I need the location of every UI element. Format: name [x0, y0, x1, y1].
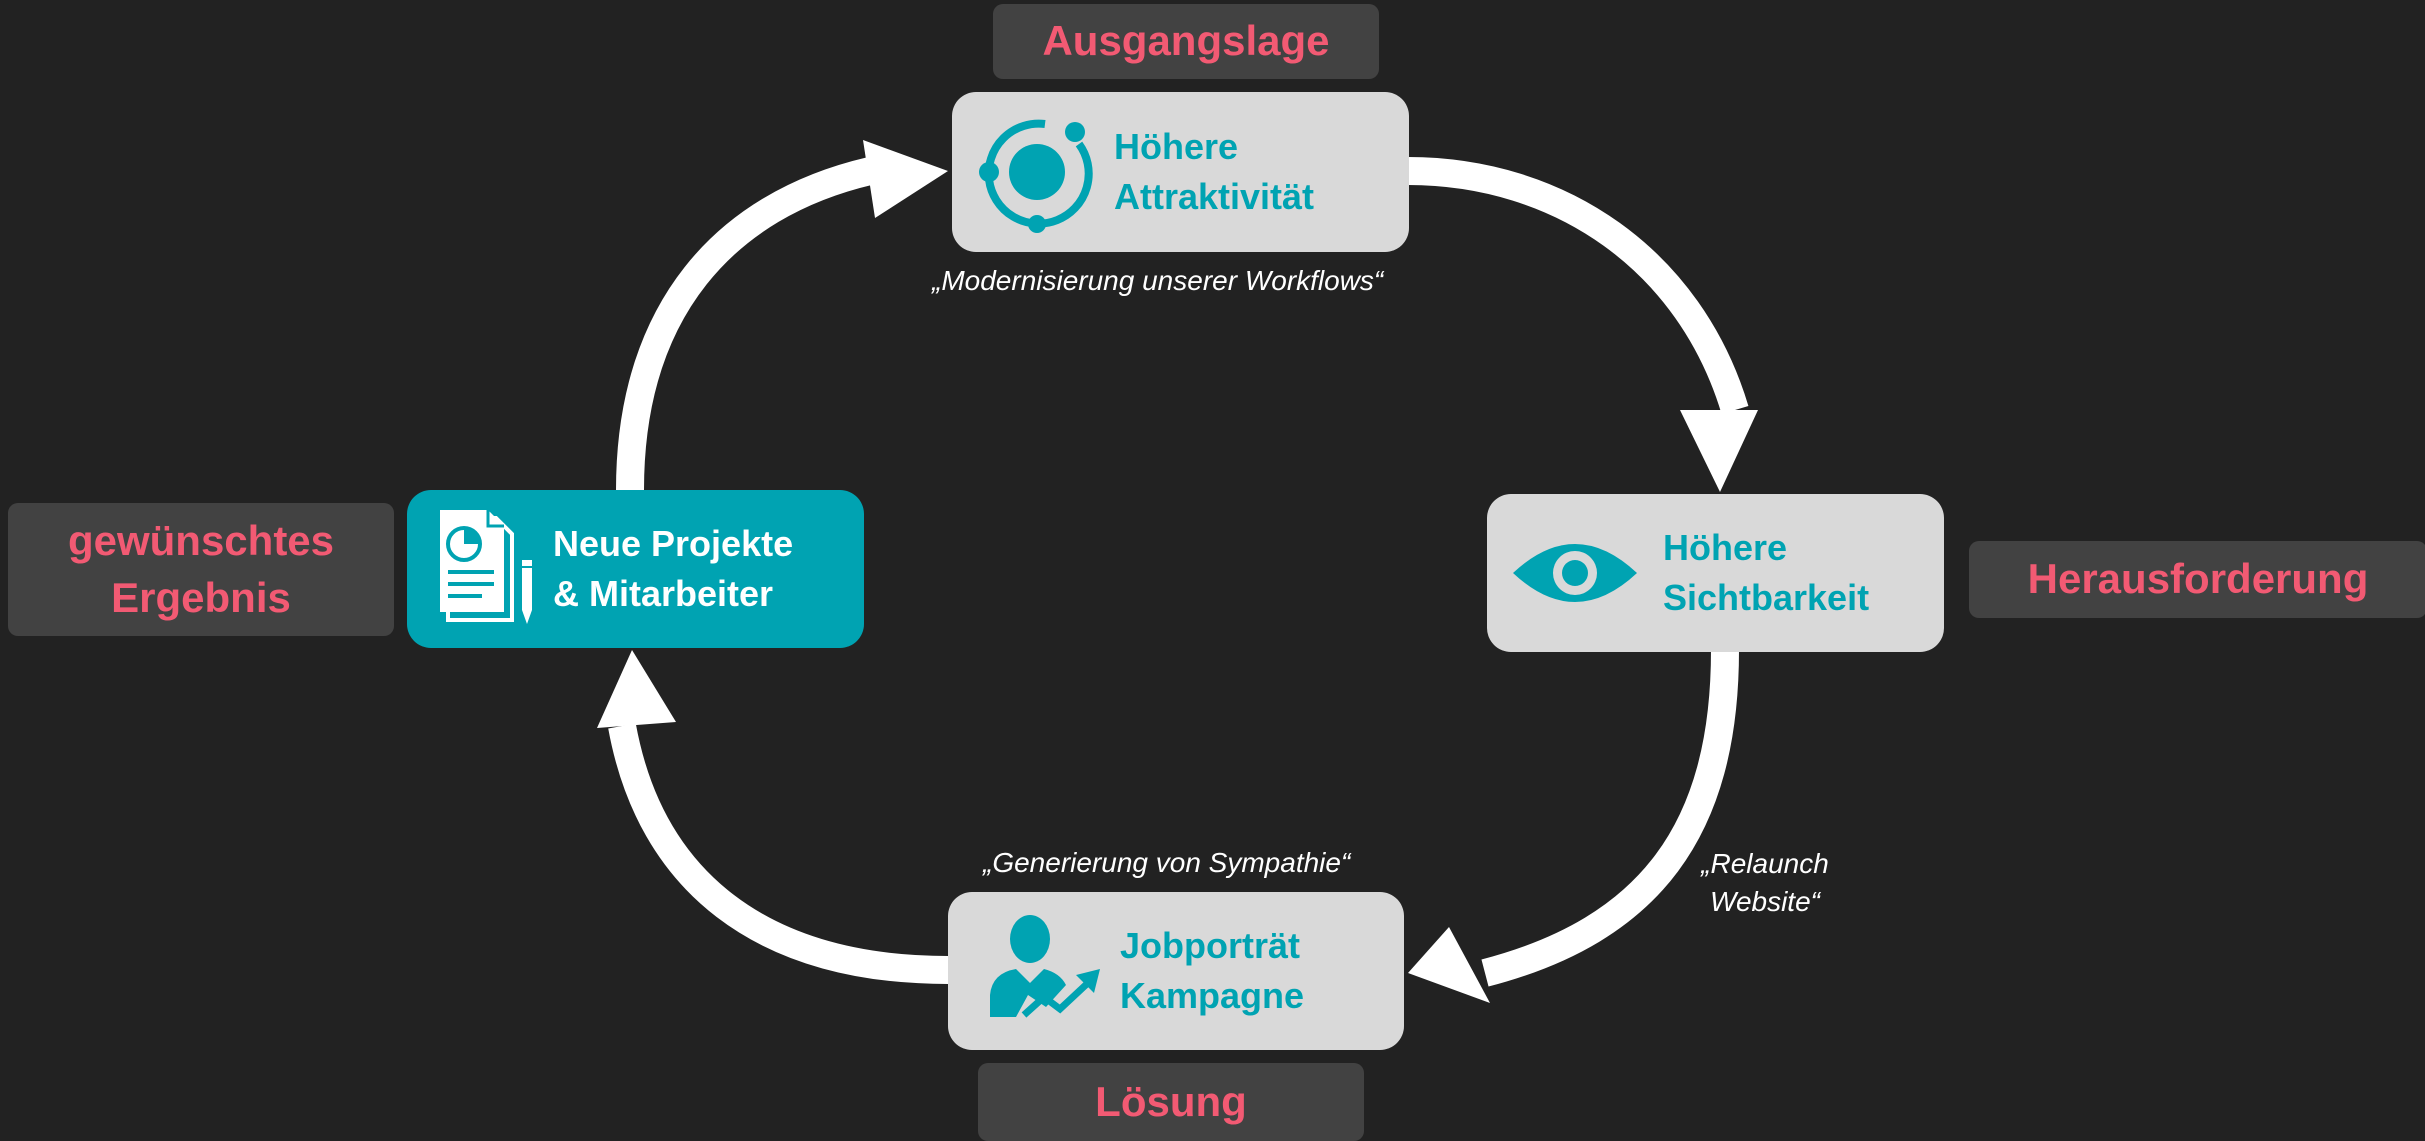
- arrow-bottom-to-left: [608, 723, 949, 984]
- label-ergebnis-line1: gewünschtes: [67, 516, 335, 564]
- arrowhead-top: [863, 140, 948, 218]
- node-right-line2: Sichtbarkeit: [1663, 577, 1870, 618]
- person-growth-icon: [984, 909, 1108, 1033]
- node-bottom-line2: Kampagne: [1120, 975, 1305, 1016]
- label-loesung: Lösung: [978, 1063, 1364, 1141]
- arrow-left-to-top: [616, 157, 874, 491]
- label-gewuenschtes-ergebnis: gewünschtes Ergebnis: [8, 503, 394, 636]
- node-top-line2: Attraktivität: [1114, 176, 1315, 217]
- node-hoehere-sichtbarkeit: Höhere Sichtbarkeit: [1487, 494, 1944, 652]
- node-left-line1: Neue Projekte: [553, 522, 794, 564]
- eye-icon: [1511, 528, 1639, 618]
- node-left-line2: & Mitarbeiter: [553, 573, 774, 614]
- quote-relaunch-line2: Website“: [1710, 885, 1820, 917]
- arrowhead-left: [597, 650, 676, 728]
- label-ausgangslage-text: Ausgangslage: [1042, 17, 1330, 65]
- node-neue-projekte-mitarbeiter: Neue Projekte & Mitarbeiter: [407, 490, 864, 648]
- arrow-right-to-bottom: [1481, 649, 1739, 987]
- node-right-line1: Höhere: [1663, 526, 1788, 568]
- quote-relaunch-line1: „Relaunch: [1701, 848, 1829, 879]
- label-herausforderung: Herausforderung: [1969, 541, 2425, 618]
- label-loesung-text: Lösung: [1095, 1077, 1247, 1125]
- arrow-top-to-right: [1407, 157, 1749, 415]
- quote-modernisierung: „Modernisierung unserer Workflows“: [932, 265, 1384, 296]
- orbit-icon: [972, 107, 1102, 237]
- node-bottom-line1: Jobporträt: [1120, 924, 1300, 966]
- label-herausforderung-text: Herausforderung: [2027, 555, 2369, 603]
- quote-relaunch-website: „Relaunch Website“: [1690, 845, 1840, 921]
- label-ausgangslage: Ausgangslage: [993, 4, 1379, 79]
- quote-sympathie: „Generierung von Sympathie“: [983, 847, 1351, 878]
- node-hoehere-attraktivitaet: Höhere Attraktivität: [952, 92, 1409, 252]
- arrowhead-bottom: [1408, 927, 1490, 1003]
- label-ergebnis-line2: Ergebnis: [111, 573, 291, 621]
- node-top-line1: Höhere: [1114, 125, 1239, 167]
- arrowhead-right: [1680, 410, 1758, 492]
- report-document-icon: [433, 504, 543, 634]
- node-jobportraet-kampagne: Jobporträt Kampagne: [948, 892, 1404, 1050]
